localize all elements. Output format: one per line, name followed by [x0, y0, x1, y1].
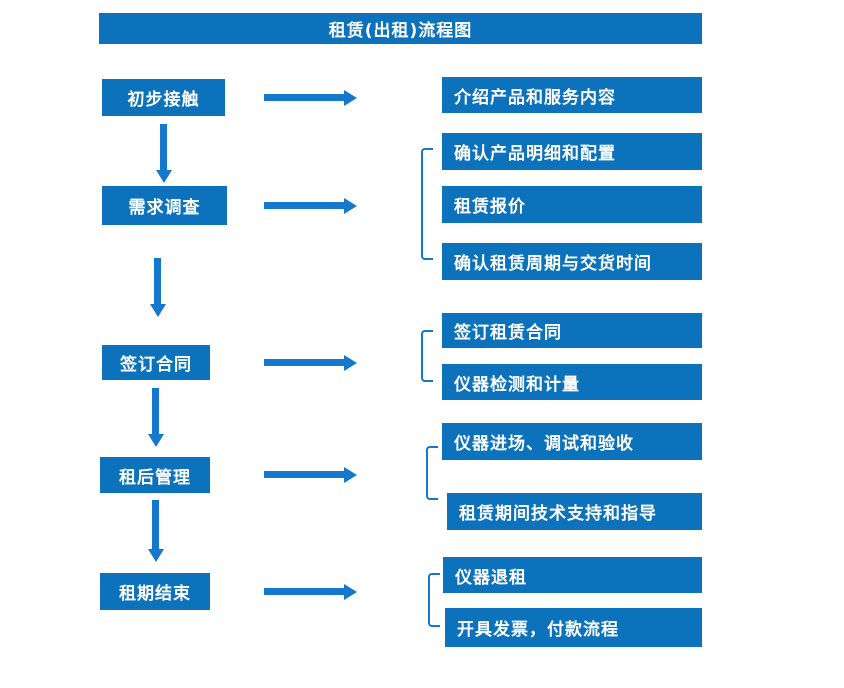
stage-box-sign-contract: 签订合同 — [102, 345, 210, 380]
detail-box-instrument-setup-acceptance: 仪器进场、调试和验收 — [442, 423, 702, 460]
stage-box-initial-contact: 初步接触 — [102, 79, 225, 116]
group-bracket-lease-end — [428, 573, 440, 627]
group-bracket-sign-contract — [421, 330, 433, 382]
flow-arrow-down-icon — [147, 500, 164, 562]
flow-arrow-down-icon — [147, 388, 164, 447]
group-bracket-post-rental-management — [426, 446, 438, 500]
flow-arrow-down-icon — [149, 258, 166, 317]
detail-box-instrument-testing-metering: 仪器检测和计量 — [442, 364, 702, 400]
flow-arrow-right-icon — [264, 89, 357, 106]
detail-box-rental-quote: 租赁报价 — [442, 186, 702, 223]
stage-box-lease-end: 租期结束 — [100, 573, 210, 610]
flow-arrow-right-icon — [264, 583, 357, 600]
stage-box-demand-survey: 需求调查 — [102, 186, 227, 225]
flow-arrow-right-icon — [264, 466, 357, 483]
flowchart-title: 租赁(出租)流程图 — [99, 13, 702, 44]
detail-box-introduce-products-services: 介绍产品和服务内容 — [442, 77, 702, 113]
flow-arrow-down-icon — [155, 124, 172, 183]
flow-arrow-right-icon — [264, 354, 357, 371]
detail-box-confirm-rental-period-delivery: 确认租赁周期与交货时间 — [442, 243, 702, 280]
group-bracket-demand-survey — [421, 148, 433, 260]
flow-arrow-right-icon — [264, 197, 357, 214]
detail-box-invoice-payment-process: 开具发票，付款流程 — [445, 608, 702, 647]
stage-box-post-rental-management: 租后管理 — [100, 457, 210, 493]
detail-box-instrument-return: 仪器退租 — [443, 557, 702, 593]
detail-box-tech-support-guidance: 租赁期间技术支持和指导 — [447, 493, 702, 530]
detail-box-sign-rental-contract: 签订租赁合同 — [442, 313, 702, 348]
detail-box-confirm-product-details-config: 确认产品明细和配置 — [442, 133, 702, 170]
